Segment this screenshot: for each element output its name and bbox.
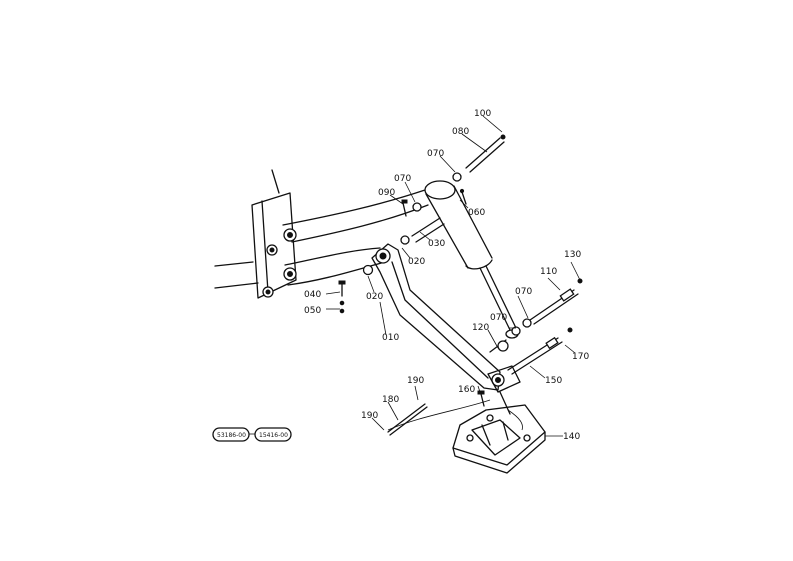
callout-070: 070 [394, 174, 411, 184]
hydraulic-cylinder [424, 180, 519, 339]
callout-010: 010 [382, 333, 399, 343]
callout-020: 020 [408, 257, 425, 267]
callout-150: 150 [545, 376, 562, 386]
callout-180: 180 [382, 395, 399, 405]
callout-labels: 100 080 070 070 090 060 030 020 020 040 … [304, 109, 589, 442]
callout-120: 120 [472, 323, 489, 333]
callout-080: 080 [452, 127, 469, 137]
callout-060: 060 [468, 208, 485, 218]
callout-170: 170 [572, 352, 589, 362]
callout-070: 070 [427, 149, 444, 159]
loader-frame [214, 169, 429, 299]
callout-050: 050 [304, 306, 321, 316]
callout-030: 030 [428, 239, 445, 249]
callout-100: 100 [474, 109, 491, 119]
callout-020: 020 [366, 292, 383, 302]
callout-040: 040 [304, 290, 321, 300]
reference-badges: 53186-00 15416-00 [212, 427, 292, 442]
callout-160: 160 [458, 385, 475, 395]
callout-190-bottom: 190 [361, 411, 378, 421]
pins-and-fasteners [338, 134, 583, 436]
callout-070: 070 [515, 287, 532, 297]
callout-110: 110 [540, 267, 557, 277]
callout-140: 140 [563, 432, 580, 442]
lift-arm [371, 243, 505, 391]
callout-190-top: 190 [407, 376, 424, 386]
bucket-mount-bracket [387, 365, 546, 474]
callout-070: 070 [490, 313, 507, 323]
ref-badge-1: 53186-00 [217, 432, 246, 439]
callout-130: 130 [564, 250, 581, 260]
callout-090: 090 [378, 188, 395, 198]
leader-lines [325, 115, 581, 437]
ref-badge-2: 15416-00 [259, 432, 288, 439]
